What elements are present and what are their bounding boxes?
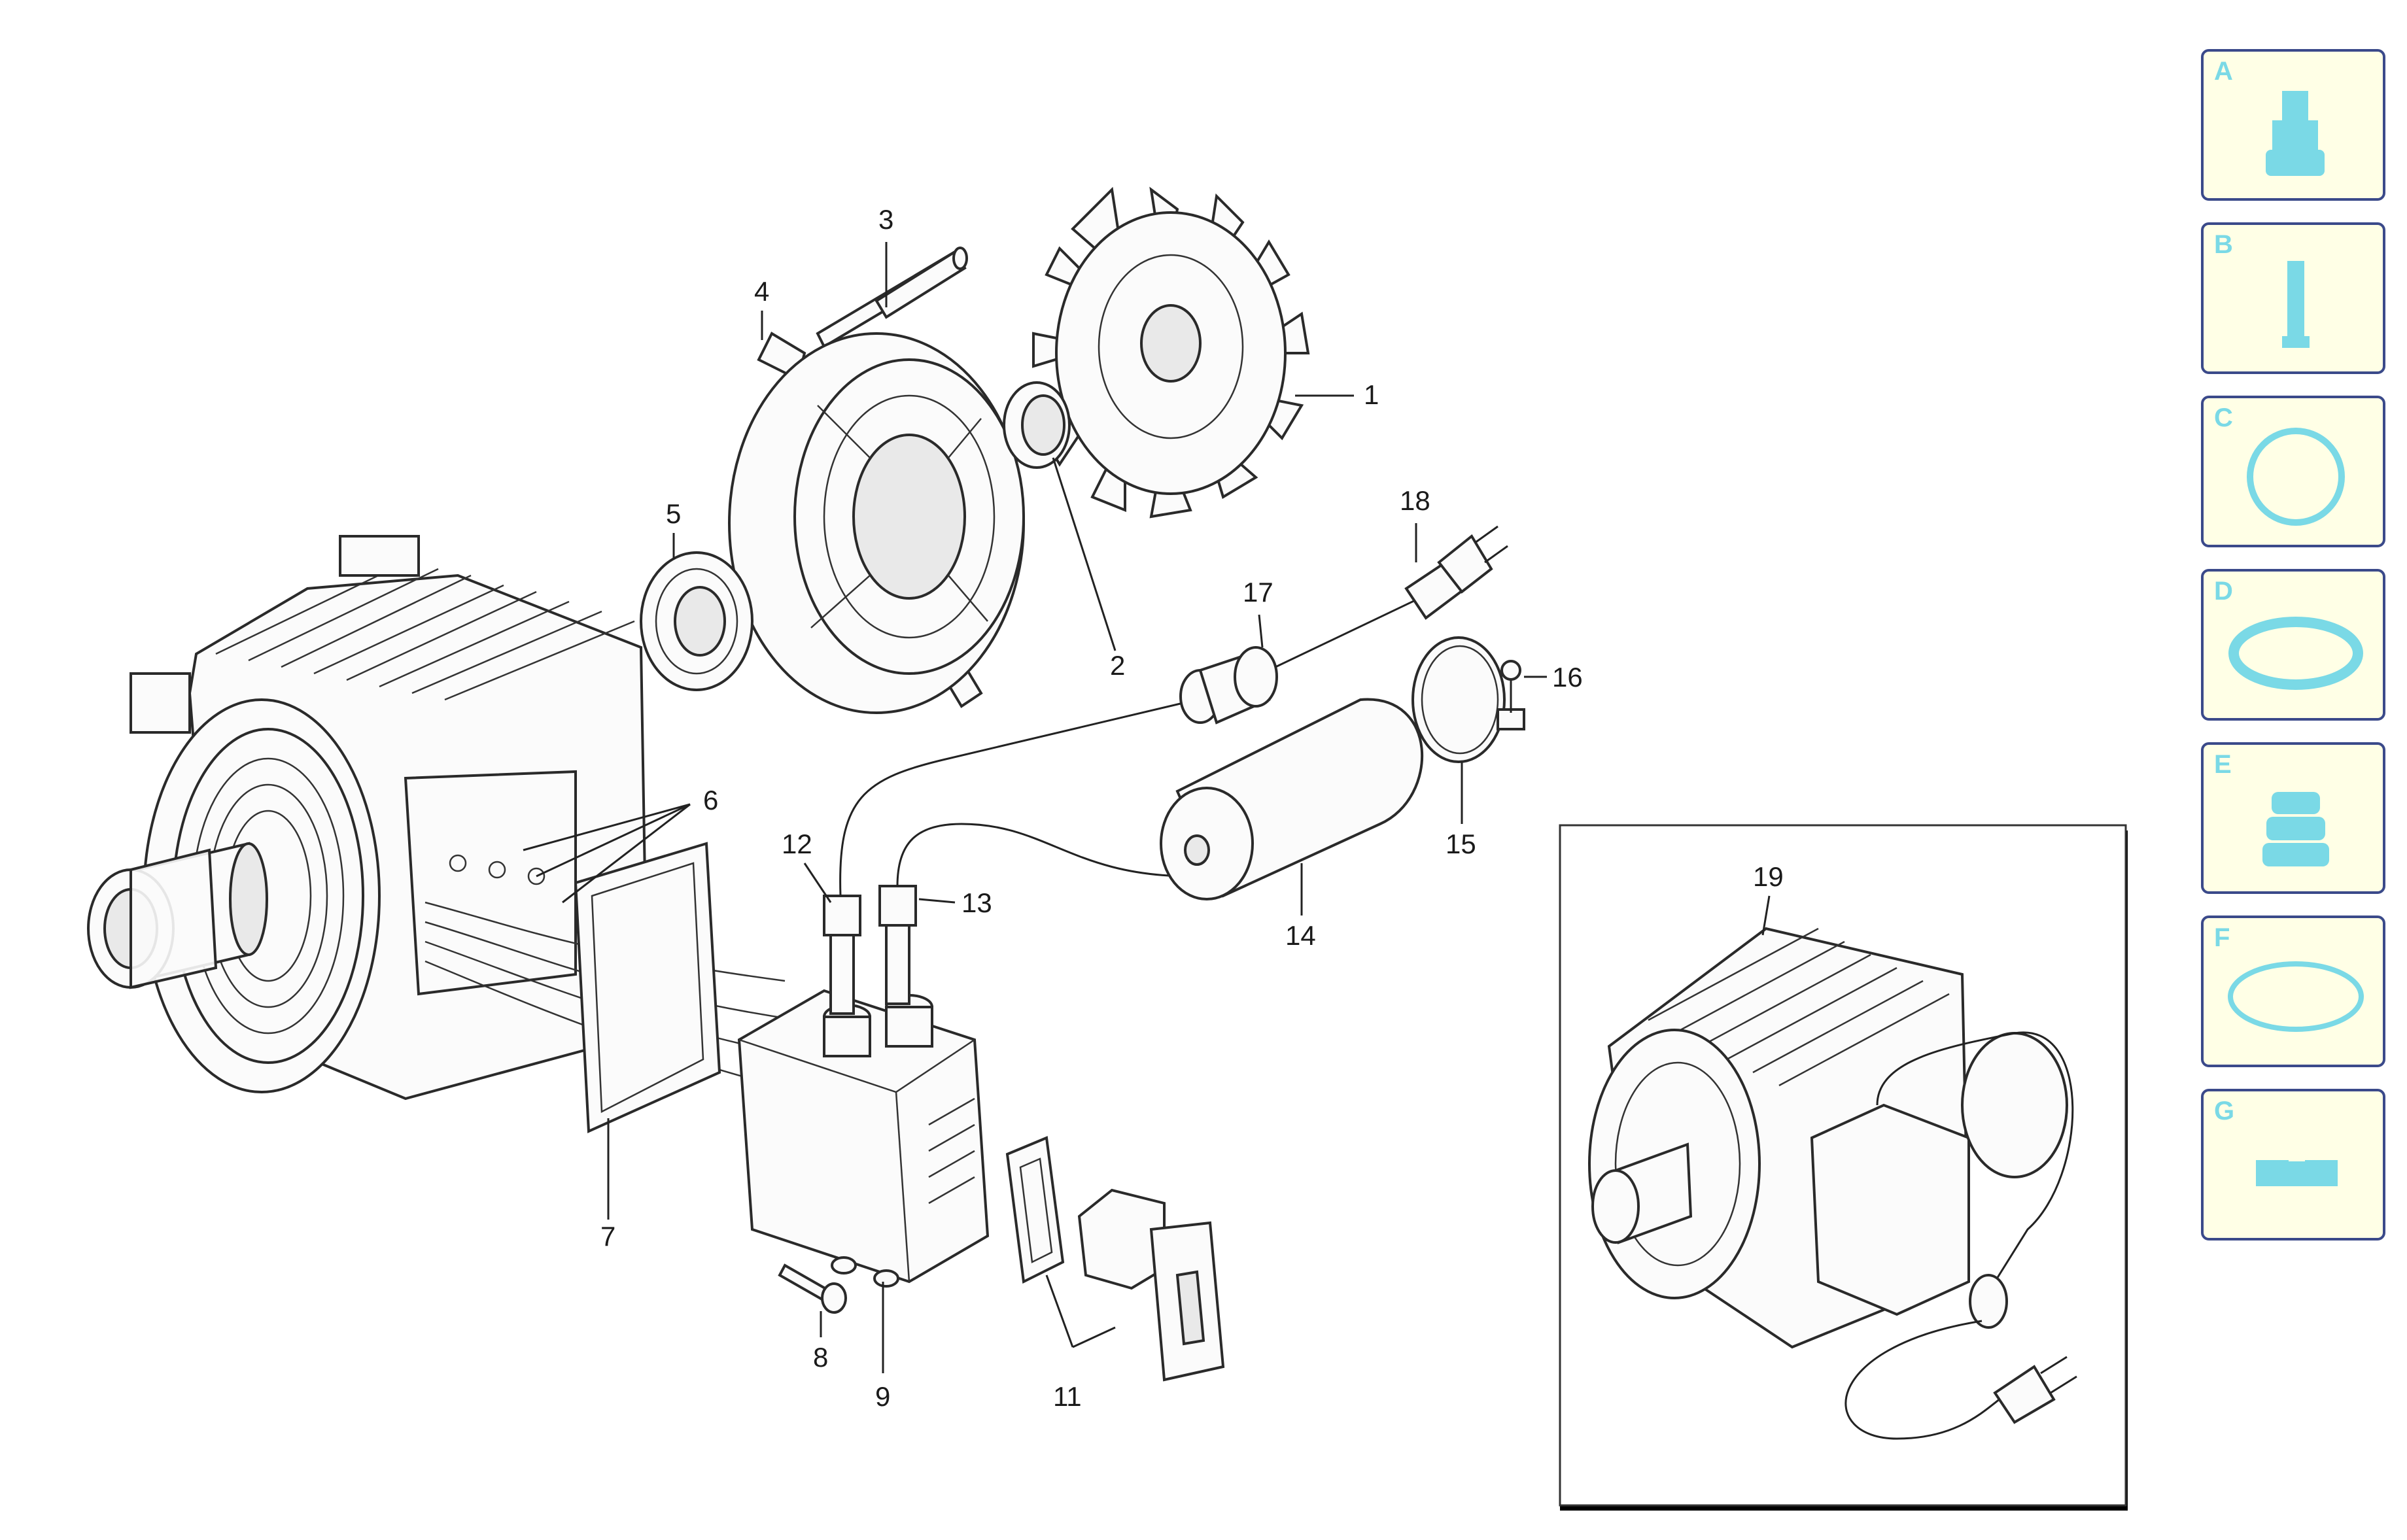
ball-bearing [640, 551, 753, 691]
cord-grip [1179, 597, 1420, 725]
shaft-pin [816, 247, 968, 349]
leader-lines [523, 242, 1771, 1373]
side-tile-letter: A [2214, 57, 2233, 86]
callout-labels: 1 2 3 4 5 6 7 8 9 11 12 13 14 15 16 17 1… [600, 204, 1784, 1412]
side-tile-letter: E [2214, 750, 2232, 779]
side-tile-g[interactable]: G [2201, 1089, 2385, 1241]
power-plug [1404, 525, 1508, 620]
terminal-box [737, 989, 990, 1288]
seal-ring [1003, 381, 1071, 469]
callout-13: 13 [961, 887, 992, 918]
callout-1: 1 [1364, 379, 1379, 410]
callout-9: 9 [875, 1381, 890, 1412]
bellows-icon [2262, 792, 2329, 866]
callout-2: 2 [1110, 650, 1125, 681]
motor-housing [87, 535, 825, 1101]
piston-head-icon [2266, 91, 2325, 176]
callout-14: 14 [1285, 920, 1316, 951]
o-ring-icon [2228, 961, 2364, 1032]
side-tile-a[interactable]: A [2201, 49, 2385, 201]
terminal-gasket [574, 842, 721, 1134]
callout-3: 3 [878, 204, 893, 235]
pin-icon [2282, 261, 2310, 348]
side-tile-letter: C [2214, 403, 2233, 432]
side-tile-letter: D [2214, 577, 2233, 606]
side-tile-c[interactable]: C [2201, 396, 2385, 547]
callout-8: 8 [813, 1342, 828, 1373]
side-tile-letter: B [2214, 230, 2233, 259]
side-tile-e[interactable]: E [2201, 742, 2385, 894]
assembled-view-inset [1559, 824, 2128, 1511]
callout-16: 16 [1552, 662, 1583, 693]
screw [778, 1263, 847, 1314]
callout-7: 7 [600, 1221, 615, 1252]
callout-15: 15 [1446, 829, 1476, 859]
side-tile-letter: G [2214, 1097, 2235, 1125]
flat-seal-icon [2256, 1154, 2338, 1186]
callout-4: 4 [754, 276, 769, 307]
side-tile-b[interactable]: B [2201, 222, 2385, 374]
bearing-housing [728, 332, 1025, 714]
cable-glands [823, 698, 1198, 1015]
switch-assembly [1005, 1136, 1225, 1382]
side-tile-f[interactable]: F [2201, 915, 2385, 1067]
callout-6: 6 [703, 785, 718, 815]
callout-5: 5 [666, 498, 681, 529]
capacitor-clamp [1411, 636, 1525, 763]
capacitor [1160, 698, 1424, 900]
side-tile-letter: F [2214, 923, 2230, 952]
callout-18: 18 [1400, 485, 1430, 516]
callout-17: 17 [1243, 577, 1273, 607]
fan [1032, 186, 1310, 519]
gasket-ring-icon [2247, 428, 2345, 526]
callout-12: 12 [782, 829, 812, 859]
washer-icon [2228, 617, 2363, 690]
callout-19: 19 [1753, 861, 1784, 892]
clamp-screw [1500, 660, 1521, 713]
side-tile-d[interactable]: D [2201, 569, 2385, 721]
callout-11: 11 [1053, 1381, 1082, 1412]
